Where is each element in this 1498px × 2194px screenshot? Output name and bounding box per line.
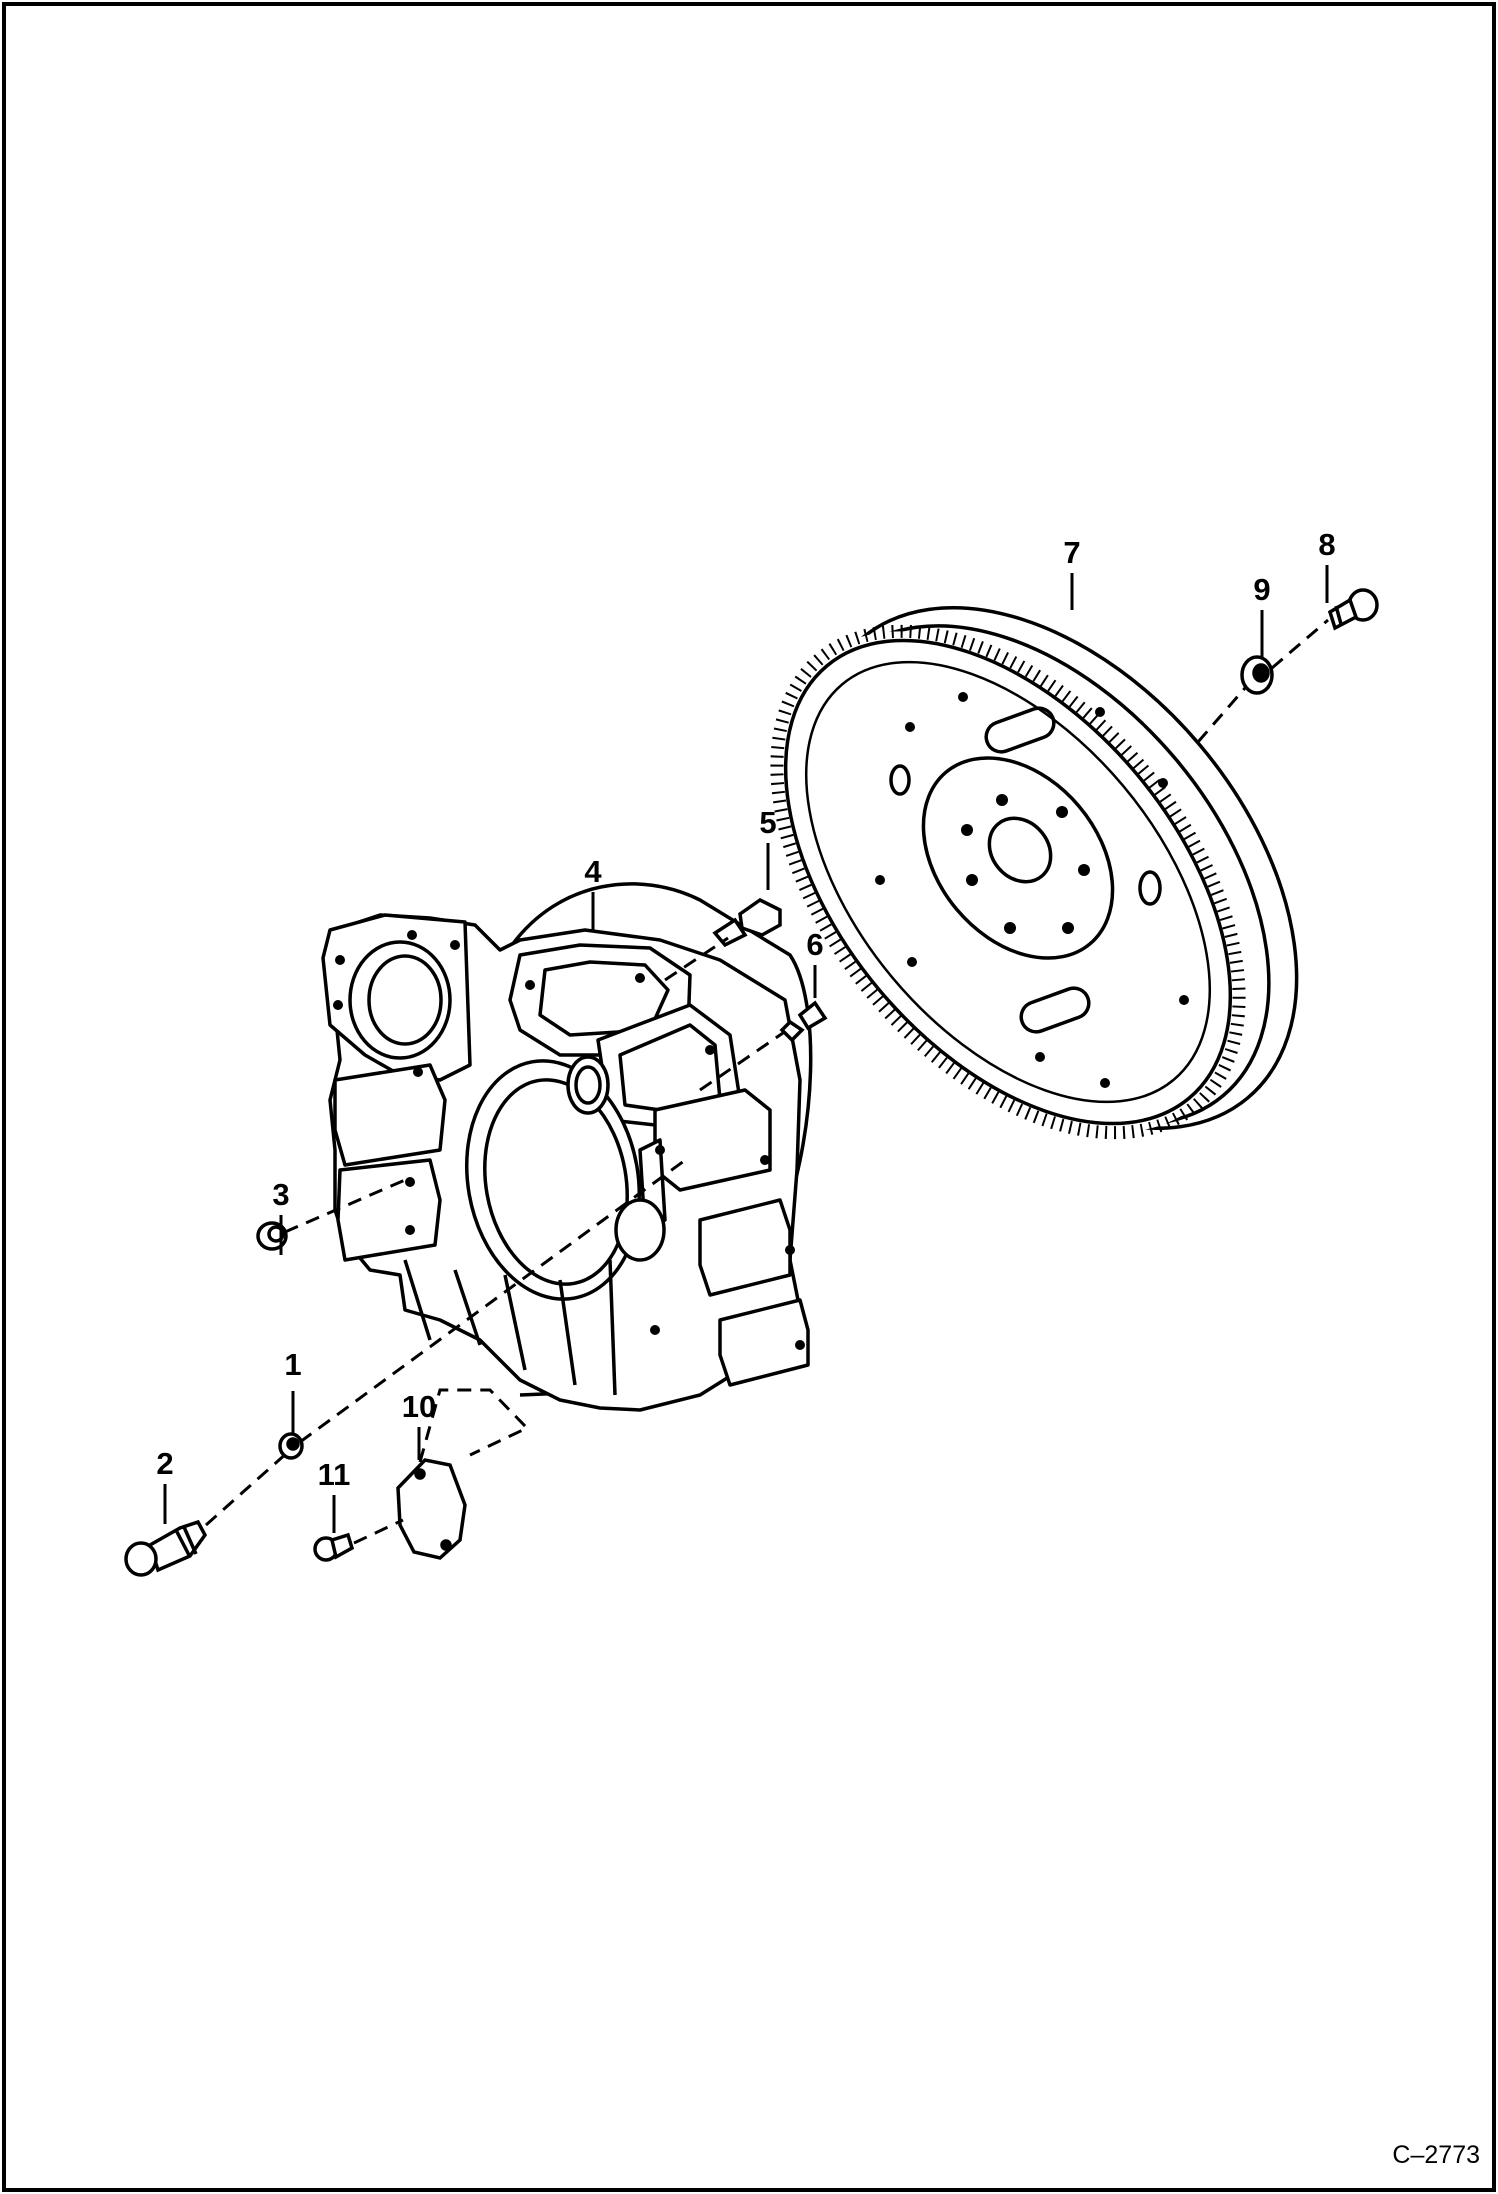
bolt-part-5 [712, 897, 782, 948]
bolt-part-8 [1327, 588, 1379, 631]
callout-2: 2 [156, 1446, 173, 1481]
callout-10: 10 [402, 1389, 436, 1424]
callout-8: 8 [1318, 527, 1335, 562]
callout-6: 6 [806, 927, 823, 962]
callout-4: 4 [584, 854, 602, 889]
bolt-part-2 [124, 1519, 208, 1577]
washer-part-9 [1240, 655, 1274, 695]
callout-11: 11 [318, 1457, 351, 1492]
bolt-part-6 [779, 1000, 828, 1043]
callout-1: 1 [284, 1347, 301, 1382]
leader-lines [163, 565, 1329, 1533]
callout-7: 7 [1063, 535, 1080, 570]
nut-part-1 [278, 1432, 304, 1460]
callout-5: 5 [759, 805, 776, 840]
cover-plate-part-10 [396, 1458, 467, 1560]
assembly-lines [205, 618, 1329, 1545]
flywheel-housing [321, 882, 813, 1412]
callout-9: 9 [1253, 572, 1270, 607]
figure-reference: C–2773 [1392, 2141, 1480, 2169]
callouts: 1 2 3 4 5 6 7 8 9 10 11 [156, 527, 1335, 1492]
flywheel-bolt-holes [875, 692, 1189, 1088]
bolt-part-11 [313, 1532, 355, 1562]
flywheel [770, 606, 1299, 1140]
housing-holes [333, 930, 805, 1350]
callout-3: 3 [272, 1177, 289, 1212]
